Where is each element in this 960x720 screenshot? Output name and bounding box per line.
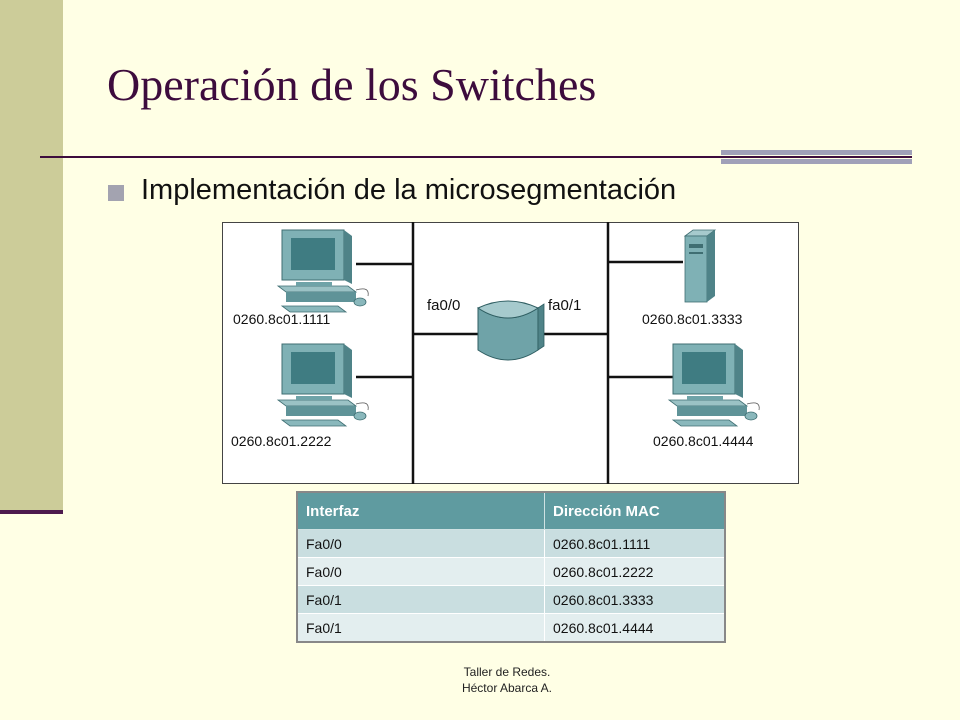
column-header-mac: Dirección MAC bbox=[544, 491, 726, 530]
bullet-text: Implementación de la microsegmentación bbox=[141, 174, 677, 206]
cell-interface: Fa0/0 bbox=[296, 529, 545, 558]
bullet-square-icon bbox=[108, 185, 124, 201]
left-sidebar-underline bbox=[0, 510, 63, 514]
footer-course: Taller de Redes. bbox=[463, 665, 551, 679]
server-icon bbox=[683, 229, 717, 303]
column-header-interface: Interfaz bbox=[296, 491, 545, 530]
title-rule bbox=[40, 156, 912, 158]
cell-mac: 0260.8c01.2222 bbox=[544, 557, 726, 586]
cell-mac: 0260.8c01.1111 bbox=[544, 529, 726, 558]
port-label-fa0-1: fa0/1 bbox=[548, 297, 581, 314]
network-diagram: fa0/0 fa0/1 0260.8c01.1111 0260.8c01.222… bbox=[222, 222, 799, 484]
slide-title: Operación de los Switches bbox=[107, 59, 597, 110]
cell-mac: 0260.8c01.3333 bbox=[544, 585, 726, 614]
mac-label-top-right: 0260.8c01.3333 bbox=[642, 311, 743, 327]
cell-interface: Fa0/1 bbox=[296, 613, 545, 643]
mac-label-bottom-left: 0260.8c01.2222 bbox=[231, 433, 332, 449]
left-sidebar-bar bbox=[0, 0, 63, 510]
mac-label-bottom-right: 0260.8c01.4444 bbox=[653, 433, 754, 449]
table-row: Fa0/0 0260.8c01.1111 bbox=[296, 529, 726, 558]
title-accent-rule bbox=[721, 150, 912, 155]
title-accent-rule-lower bbox=[721, 159, 912, 164]
mac-label-top-left: 0260.8c01.1111 bbox=[233, 311, 331, 327]
table-row: Fa0/0 0260.8c01.2222 bbox=[296, 557, 726, 586]
cell-interface: Fa0/1 bbox=[296, 585, 545, 614]
port-label-fa0-0: fa0/0 bbox=[427, 297, 460, 314]
switch-icon bbox=[476, 300, 545, 361]
mac-address-table: Interfaz Dirección MAC Fa0/0 0260.8c01.1… bbox=[296, 491, 726, 643]
table-header-row: Interfaz Dirección MAC bbox=[296, 491, 726, 530]
cell-interface: Fa0/0 bbox=[296, 557, 545, 586]
footer-author: Héctor Abarca A. bbox=[461, 681, 553, 695]
cell-mac: 0260.8c01.4444 bbox=[544, 613, 726, 643]
table-row: Fa0/1 0260.8c01.4444 bbox=[296, 613, 726, 643]
table-row: Fa0/1 0260.8c01.3333 bbox=[296, 585, 726, 614]
